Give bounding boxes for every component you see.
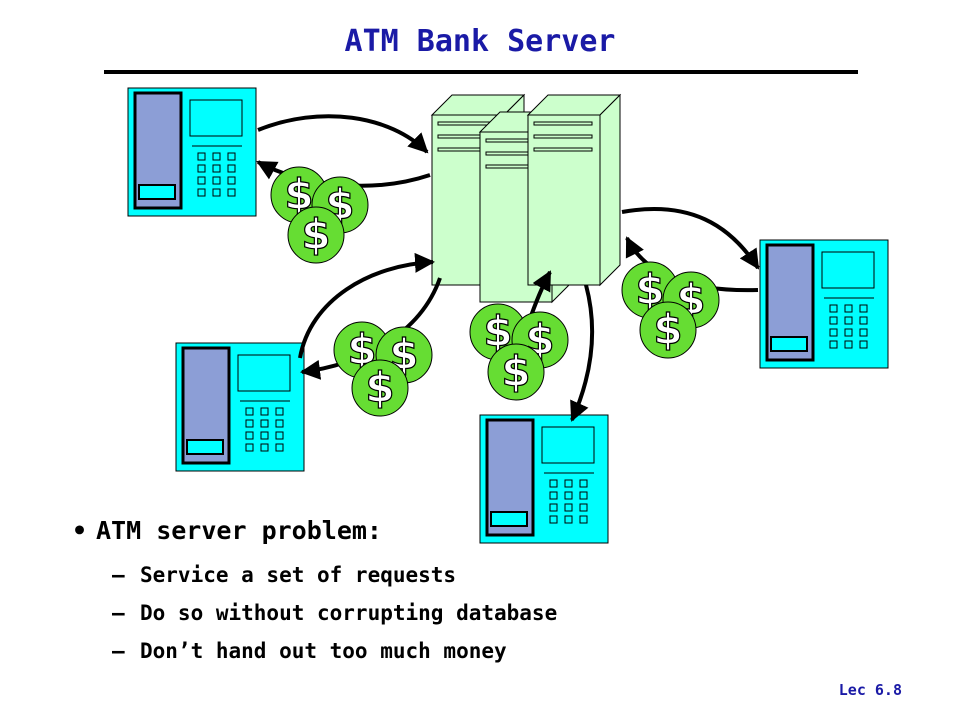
atm-top-left (126, 86, 258, 218)
dollar-coins-center (469, 303, 569, 401)
slide-title: ATM Bank Server (344, 24, 616, 59)
sub-bullet-1: –Service a set of requests (112, 563, 457, 587)
title-underline (104, 70, 858, 74)
dollar-coin-icon (287, 206, 345, 264)
bullet-dot: • (72, 516, 88, 545)
sub-bullet-text: Don’t hand out too much money (140, 639, 507, 663)
atm-bottom-center (478, 413, 610, 545)
dollar-coins-right (621, 261, 720, 359)
sub-bullet-3: –Don’t hand out too much money (112, 639, 507, 663)
server-rack (431, 94, 621, 303)
main-bullet: • ATM server problem: (72, 516, 382, 545)
lecture-number: Lec 6.8 (838, 681, 902, 699)
main-bullet-text: ATM server problem: (96, 516, 382, 545)
sub-bullet-text: Service a set of requests (140, 563, 457, 587)
atm-right (758, 238, 890, 370)
dollar-coin-icon (639, 301, 697, 359)
atm-bottom-left (174, 341, 306, 473)
server-3 (527, 94, 621, 286)
dollar-coins-top-left (270, 166, 369, 264)
sub-bullet-2: –Do so without corrupting database (112, 601, 558, 625)
dollar-coin-icon (487, 343, 545, 401)
request-arrows (256, 114, 760, 422)
dollar-coin-icon (351, 359, 409, 417)
dollar-coins-bottom-left (333, 321, 433, 417)
sub-bullet-text: Do so without corrupting database (140, 601, 558, 625)
